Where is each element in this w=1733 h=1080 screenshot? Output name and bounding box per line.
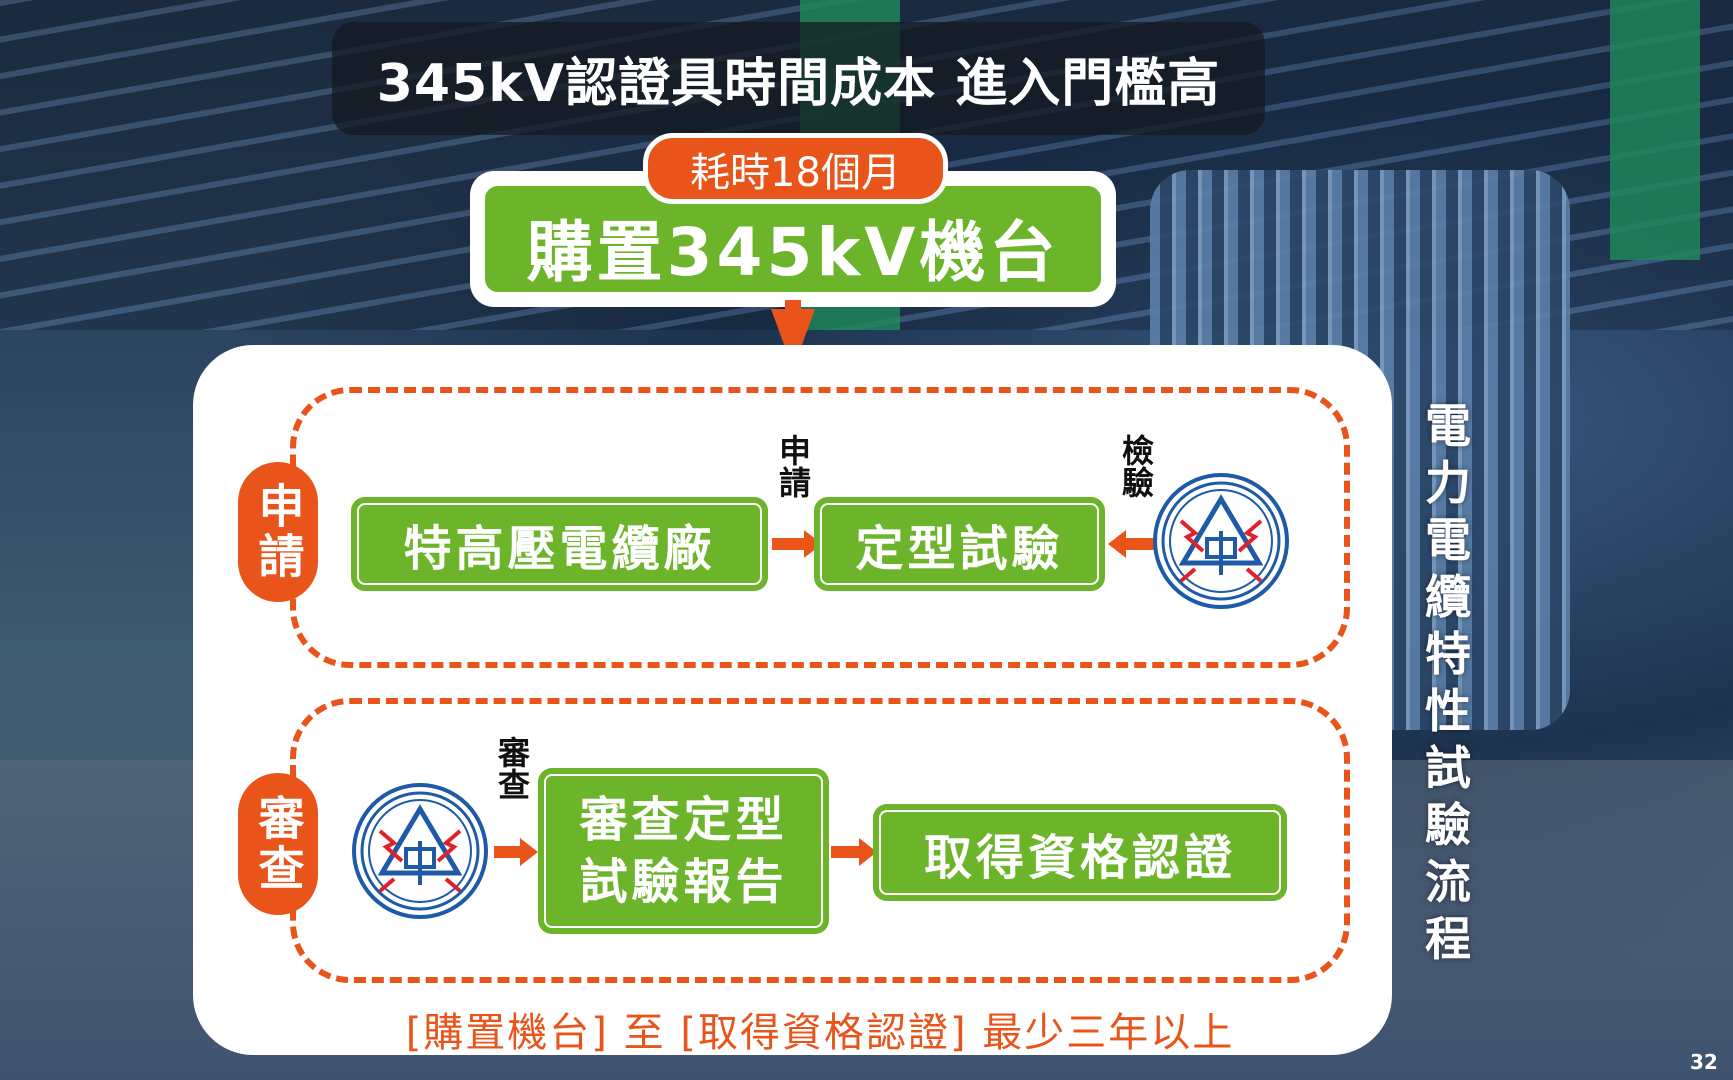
taipower-logo-icon — [1153, 473, 1289, 609]
slide-title: 345kV認證具時間成本 進入門檻高 — [332, 22, 1265, 135]
taipower-logo-icon — [352, 783, 488, 919]
inspect-arrow-label: 檢驗 — [1117, 434, 1155, 498]
footnote: [購置機台] 至 [取得資格認證] 最少三年以上 — [405, 1010, 1235, 1056]
apply-arrow-label: 申請 — [774, 434, 812, 498]
review-label-text: 審查 — [251, 794, 306, 894]
apply-section-label: 申請 — [238, 462, 318, 602]
review-report-box: 審查定型 試驗報告 — [538, 768, 829, 934]
review-report-line2: 試驗報告 — [579, 854, 788, 910]
page-number: 32 — [1690, 1050, 1718, 1074]
arrow-right-icon — [494, 838, 538, 866]
background-machine — [1610, 0, 1700, 260]
apply-label-text: 申請 — [251, 482, 306, 582]
type-test-box: 定型試驗 — [814, 497, 1105, 591]
review-arrow-label: 審查 — [493, 736, 531, 800]
arrow-right-icon — [831, 838, 877, 866]
review-section-label: 審查 — [238, 773, 318, 915]
certification-box: 取得資格認證 — [873, 804, 1287, 901]
duration-badge: 耗時18個月 — [643, 133, 948, 204]
side-title: 電力電纜特性試驗流程 — [1425, 399, 1471, 966]
review-report-line1: 審查定型 — [579, 791, 788, 848]
factory-box: 特高壓電纜廠 — [351, 497, 768, 591]
arrow-left-icon — [1108, 530, 1158, 558]
